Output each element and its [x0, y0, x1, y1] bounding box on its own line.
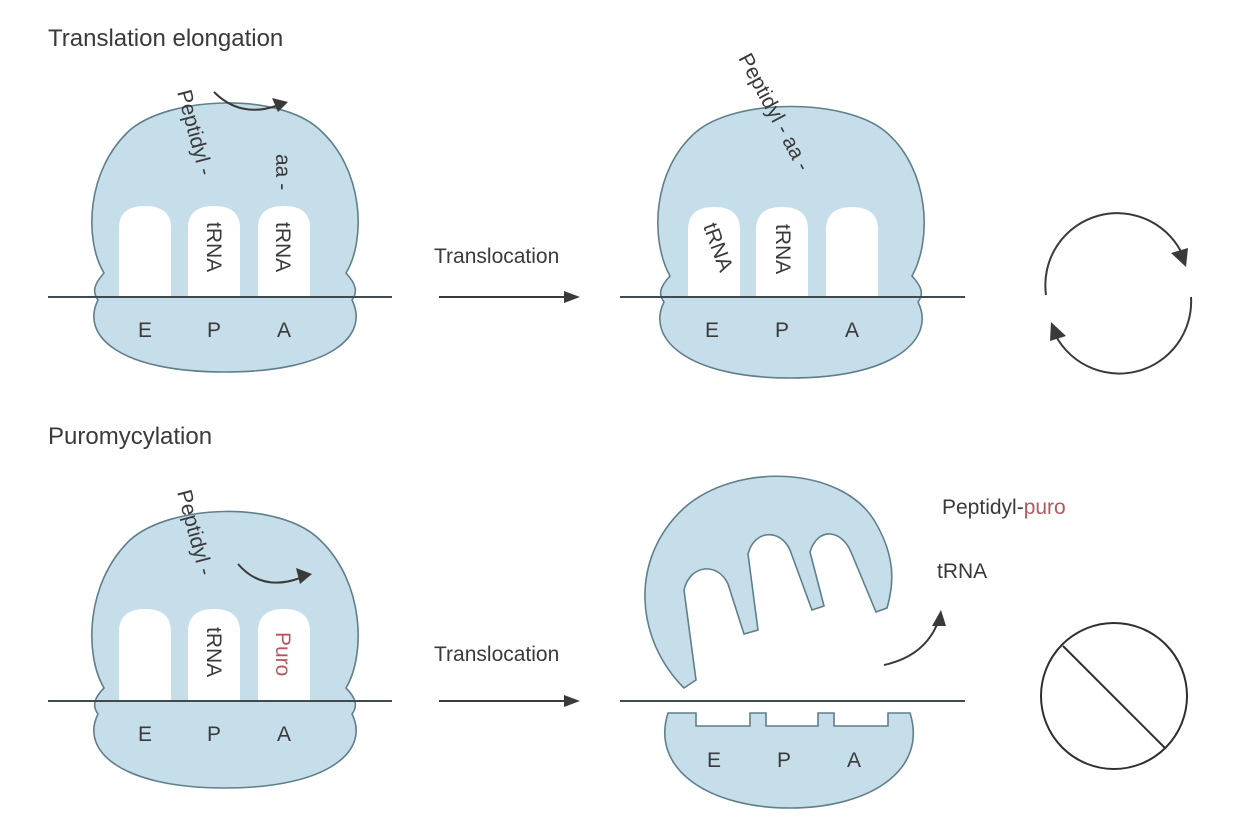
ribosome-elongation-before: [91, 102, 359, 373]
peptide-transfer-arrow: [213, 91, 288, 112]
site-label-e: E: [138, 723, 152, 746]
translocation-arrow-top: [439, 291, 580, 303]
puro-label: Puro: [271, 632, 294, 676]
site-label-e: E: [707, 749, 721, 772]
p-site-trna-label: tRNA: [202, 627, 225, 677]
a-site-trna-label: tRNA: [271, 222, 294, 272]
p-site-trna-label: tRNA: [202, 222, 225, 272]
e-site-slot: [688, 207, 740, 297]
site-label-a: A: [847, 749, 861, 772]
e-site-slot: [119, 206, 171, 297]
site-label-a: A: [277, 319, 291, 342]
peptide-transfer-arrow: [237, 563, 312, 584]
translocation-arrow-bottom: [439, 695, 580, 707]
released-trna-label: tRNA: [937, 560, 987, 583]
large-subunit-dissociated: [644, 475, 893, 690]
p-site-slot: [756, 207, 808, 297]
title-translation-elongation: Translation elongation: [48, 25, 283, 52]
site-label-p: P: [777, 749, 791, 772]
p-site-trna-label: tRNA: [771, 224, 794, 274]
release-arrow: [883, 610, 946, 666]
site-label-p: P: [207, 723, 221, 746]
aa-label: aa -: [271, 154, 294, 190]
a-site-slot: [826, 207, 878, 297]
site-label-p: P: [207, 319, 221, 342]
translocation-label-top: Translocation: [434, 245, 559, 268]
large-subunit-body: [644, 475, 893, 690]
site-label-p: P: [775, 319, 789, 342]
small-subunit: [664, 712, 915, 809]
small-subunit-body: [664, 712, 915, 809]
e-site-slot: [119, 609, 171, 701]
translocation-label-bottom: Translocation: [434, 643, 559, 666]
a-site-slot: [258, 609, 310, 701]
ribosome-elongation-after: [657, 105, 925, 379]
cycle-arrows-icon: [1044, 212, 1193, 375]
title-puromycylation: Puromycylation: [48, 423, 212, 450]
p-site-slot: [188, 206, 240, 297]
peptidyl-puro-suffix: puro: [1024, 496, 1066, 519]
peptidyl-puro-prefix: Peptidyl-: [942, 496, 1024, 519]
peptidyl-puro-label: Peptidyl-puro: [942, 496, 1066, 519]
site-label-e: E: [138, 319, 152, 342]
site-label-e: E: [705, 319, 719, 342]
site-label-a: A: [277, 723, 291, 746]
site-label-a: A: [845, 319, 859, 342]
prohibited-icon: [1040, 622, 1188, 770]
p-site-slot: [188, 609, 240, 701]
a-site-slot: [258, 206, 310, 297]
